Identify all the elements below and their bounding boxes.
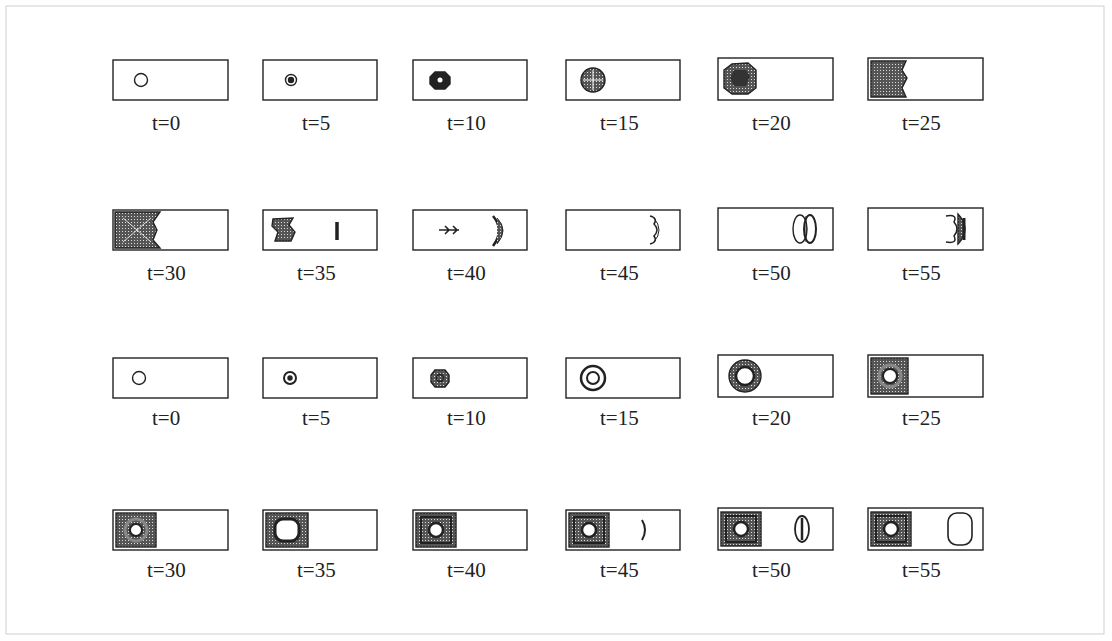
time-label: t=55 bbox=[902, 263, 941, 284]
time-label: t=15 bbox=[600, 408, 639, 429]
time-label: t=50 bbox=[752, 560, 791, 581]
time-label: t=40 bbox=[447, 263, 486, 284]
time-label: t=30 bbox=[147, 560, 186, 581]
time-label: t=15 bbox=[600, 113, 639, 134]
time-label: t=10 bbox=[447, 113, 486, 134]
time-label: t=35 bbox=[297, 263, 336, 284]
time-label: t=30 bbox=[147, 263, 186, 284]
time-label: t=55 bbox=[902, 560, 941, 581]
time-label: t=40 bbox=[447, 560, 486, 581]
time-label: t=0 bbox=[152, 408, 180, 429]
time-label: t=20 bbox=[752, 408, 791, 429]
time-label: t=50 bbox=[752, 263, 791, 284]
time-label: t=5 bbox=[302, 113, 330, 134]
time-label: t=20 bbox=[752, 113, 791, 134]
time-label: t=25 bbox=[902, 408, 941, 429]
time-label: t=10 bbox=[447, 408, 486, 429]
time-label: t=35 bbox=[297, 560, 336, 581]
time-label: t=45 bbox=[600, 263, 639, 284]
time-label: t=45 bbox=[600, 560, 639, 581]
time-label: t=5 bbox=[302, 408, 330, 429]
time-label: t=25 bbox=[902, 113, 941, 134]
time-label: t=0 bbox=[152, 113, 180, 134]
